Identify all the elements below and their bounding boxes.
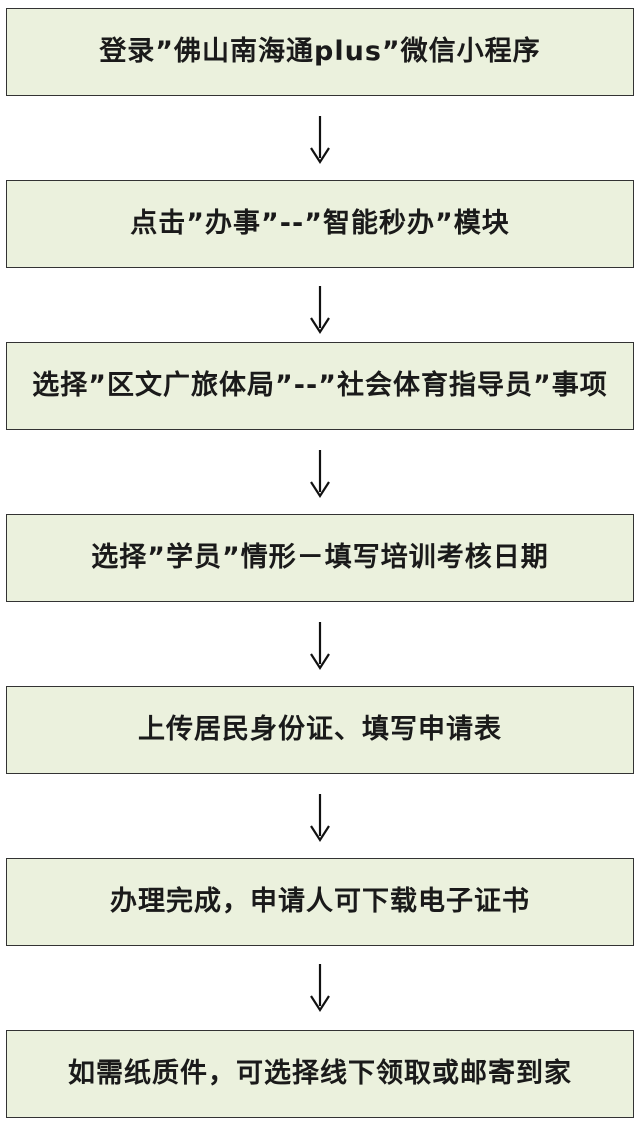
down-arrow-icon: [306, 448, 334, 500]
step-1-box: 登录”佛山南海通plus”微信小程序: [6, 8, 634, 96]
step-5-box: 上传居民身份证、填写申请表: [6, 686, 634, 774]
step-7-text: 如需纸质件，可选择线下领取或邮寄到家: [68, 1058, 572, 1089]
step-5-text: 上传居民身份证、填写申请表: [138, 714, 502, 745]
down-arrow-icon: [306, 284, 334, 336]
step-3-box: 选择”区文广旅体局”--”社会体育指导员”事项: [6, 342, 634, 430]
step-6-box: 办理完成，申请人可下载电子证书: [6, 858, 634, 946]
down-arrow-icon: [306, 114, 334, 166]
down-arrow-icon: [306, 792, 334, 844]
step-2-text: 点击”办事”--”智能秒办”模块: [130, 208, 510, 239]
step-7-box: 如需纸质件，可选择线下领取或邮寄到家: [6, 1030, 634, 1118]
down-arrow-icon: [306, 962, 334, 1014]
step-4-text: 选择”学员”情形－填写培训考核日期: [91, 542, 549, 573]
step-1-text: 登录”佛山南海通plus”微信小程序: [99, 36, 541, 67]
step-4-box: 选择”学员”情形－填写培训考核日期: [6, 514, 634, 602]
step-6-text: 办理完成，申请人可下载电子证书: [110, 886, 530, 917]
step-2-box: 点击”办事”--”智能秒办”模块: [6, 180, 634, 268]
step-3-text: 选择”区文广旅体局”--”社会体育指导员”事项: [32, 370, 608, 401]
down-arrow-icon: [306, 620, 334, 672]
